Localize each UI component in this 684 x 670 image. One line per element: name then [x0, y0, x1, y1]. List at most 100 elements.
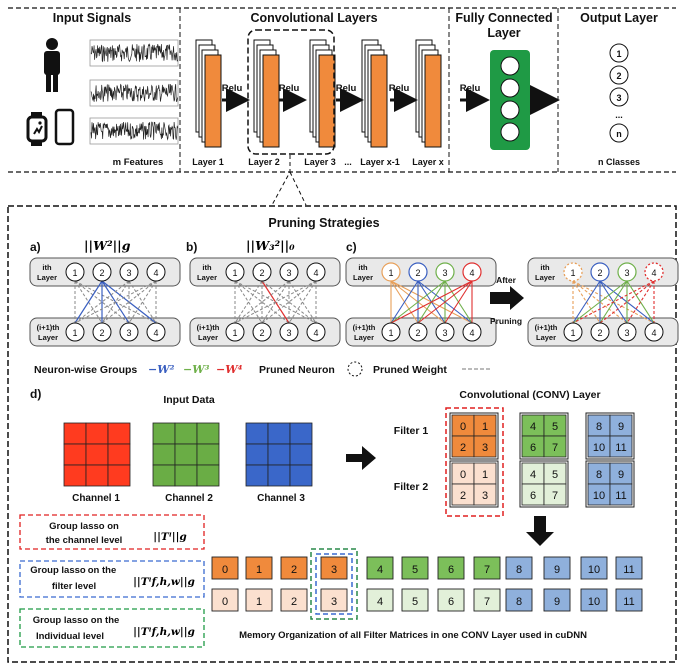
- layer-i-label-1: ith: [42, 263, 52, 272]
- conv-stack-x-1: [361, 39, 388, 148]
- neuron-bot-2: [590, 322, 610, 342]
- neuron-bot-3: [435, 322, 455, 342]
- neuron-top-label-4: 4: [313, 268, 318, 278]
- neuron-top-label-3: 3: [126, 268, 131, 278]
- conv-layers-title: Convolutional Layers: [250, 11, 377, 25]
- channel-cell: [174, 443, 198, 466]
- weight-line: [572, 280, 628, 324]
- memory-cell: [211, 588, 239, 612]
- matrix-cell: [543, 483, 567, 506]
- smartwatch-icon: [26, 112, 48, 146]
- neuron-bot-label-1: 1: [570, 328, 575, 338]
- channel-cell: [152, 422, 176, 445]
- matrix-value: 7: [552, 442, 558, 454]
- channel-cell: [85, 422, 109, 445]
- channel-cell: [107, 422, 131, 445]
- fc-title-line1: Fully Connected: [455, 11, 552, 25]
- channel-cell: [267, 422, 291, 445]
- neuron-bot-label-3: 3: [624, 328, 629, 338]
- matrix-value: 4: [530, 421, 536, 433]
- layer-i-label-2: Layer: [353, 273, 373, 282]
- filter-highlight: [315, 553, 353, 615]
- neuron-top-label-3: 3: [624, 268, 629, 278]
- memory-value: 11: [623, 596, 634, 608]
- neuron-bot-label-3: 3: [442, 328, 447, 338]
- conv-stack-1: [195, 39, 222, 148]
- memory-cell: [366, 556, 394, 580]
- channel-cell: [245, 464, 269, 487]
- neuron-top-3: [617, 262, 637, 282]
- filters-to-memory-arrow: [526, 516, 554, 546]
- matrix-frame: [449, 460, 499, 508]
- neuron-top-4: [146, 262, 166, 282]
- output-node-ellipsis: ...: [615, 110, 623, 120]
- neuron-bot-label-3: 3: [286, 328, 291, 338]
- m-features-label: m Features: [113, 157, 164, 168]
- neuron-bot-3: [279, 322, 299, 342]
- neuron-bot-label-4: 4: [651, 328, 656, 338]
- channel-cell: [289, 464, 313, 487]
- neuron-bot-2: [408, 322, 428, 342]
- neuron-top-label-1: 1: [232, 268, 237, 278]
- layer-label-ellipsis: ...: [344, 157, 352, 167]
- layer-i1-label-1: (i+1)th: [535, 323, 558, 332]
- output-node-n: n: [616, 129, 622, 139]
- pruning-word: Pruning: [490, 316, 522, 326]
- memory-cell: [473, 556, 501, 580]
- memory-cell: [280, 588, 308, 612]
- channel-cell: [245, 422, 269, 445]
- neuron-bot-label-1: 1: [72, 328, 77, 338]
- weight-line: [572, 280, 628, 324]
- legend-pruned-neuron: Pruned Neuron: [259, 364, 335, 376]
- conv-stack-3: [309, 39, 336, 148]
- after-pruning-arrow: [490, 286, 524, 310]
- neuron-bot-1: [563, 322, 583, 342]
- weight-line: [626, 280, 655, 324]
- matrix-value: 10: [593, 490, 605, 502]
- filter-1-label: Filter 1: [394, 425, 429, 437]
- neuron-top-label-1: 1: [570, 268, 575, 278]
- neuron-top-1: [563, 262, 583, 282]
- neuron-top-2: [252, 262, 272, 282]
- matrix-value: 0: [460, 421, 466, 433]
- memory-caption: Memory Organization of all Filter Matric…: [239, 630, 587, 641]
- memory-cell: [280, 556, 308, 580]
- output-nodes: 1 2 3 ... n: [609, 43, 629, 143]
- neuron-bot-label-3: 3: [126, 328, 131, 338]
- layer-i-label-2: Layer: [197, 273, 217, 282]
- neuron-top-3: [279, 262, 299, 282]
- layer-i-label-1: ith: [202, 263, 212, 272]
- group-lasso-individual: Group lasso on the Individual level ||Tˡ…: [19, 608, 205, 648]
- zoom-connector-right: [289, 171, 307, 206]
- weight-line: [288, 280, 317, 324]
- weight-line: [101, 280, 157, 324]
- weight-line: [626, 280, 655, 324]
- layer-i1-label-1: (i+1)th: [197, 323, 220, 332]
- weight-line: [74, 280, 130, 324]
- memory-cell: [320, 556, 348, 580]
- neuron-top-1: [225, 262, 245, 282]
- memory-cell: [505, 588, 533, 612]
- output-node-1: 1: [616, 49, 621, 59]
- weight-line: [572, 280, 655, 324]
- memory-cell: [401, 556, 429, 580]
- layer2-highlight: [247, 29, 335, 155]
- memory-cell: [320, 588, 348, 612]
- weight-line: [390, 280, 446, 324]
- memory-value: 0: [222, 564, 228, 576]
- pruning-box: [7, 205, 677, 663]
- memory-value: 3: [331, 596, 337, 608]
- memory-value: 4: [377, 596, 383, 608]
- channel-cell: [267, 443, 291, 466]
- memory-cell: [543, 556, 571, 580]
- memory-cell: [366, 588, 394, 612]
- matrix-value: 9: [618, 421, 624, 433]
- layer-i1-label-2: Layer: [354, 333, 374, 342]
- memory-value: 8: [516, 596, 522, 608]
- memory-value: 5: [412, 564, 418, 576]
- weight-line: [599, 280, 655, 324]
